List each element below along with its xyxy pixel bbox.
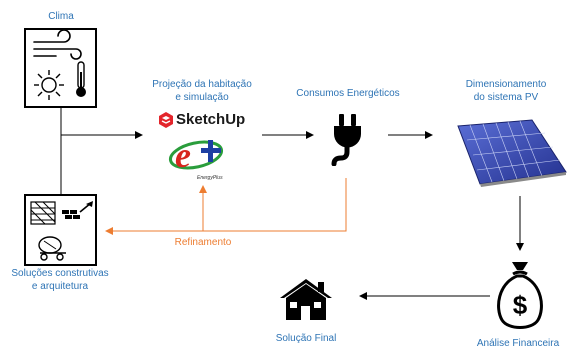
dimensionamento-label-line2: do sistema PV [473, 92, 539, 103]
analise-label: Análise Financeira [476, 338, 560, 349]
solucoes-label-line1: Soluções construtivas [11, 268, 109, 279]
solucoes-box [24, 194, 97, 266]
sketchup-logo-icon [159, 112, 173, 128]
sun-icon [34, 70, 64, 100]
energyplus-logo-icon: e [168, 135, 224, 175]
solar-panel-icon [457, 119, 567, 187]
projecao-label-line1: Projeção da habitação [152, 79, 252, 90]
energyplus-small-text: EnergyPlus [197, 175, 223, 181]
money-bag-icon: $ [497, 262, 543, 329]
trowel-icon [62, 201, 93, 219]
clima-box [24, 28, 97, 108]
clima-label: Clima [48, 11, 74, 22]
refinamento-label: Refinamento [174, 237, 232, 248]
sketchup-logo-text: SketchUp [176, 111, 246, 128]
wind-icon [33, 30, 82, 60]
house-icon [280, 279, 332, 320]
solucao-final-label: Solução Final [275, 333, 337, 344]
dimensionamento-label-line1: Dimensionamento [465, 79, 547, 90]
svg-text:e: e [175, 135, 191, 175]
projecao-label-line2: e simulação [175, 92, 229, 103]
solucoes-label-line2: e arquitetura [31, 281, 89, 292]
plug-icon [331, 114, 361, 166]
brick-wall-icon [30, 201, 56, 225]
cement-mixer-icon [38, 236, 66, 261]
refinamento-loop [105, 178, 347, 235]
thermometer-icon [76, 61, 86, 97]
consumos-label: Consumos Energéticos [296, 88, 400, 99]
svg-text:$: $ [513, 290, 528, 320]
